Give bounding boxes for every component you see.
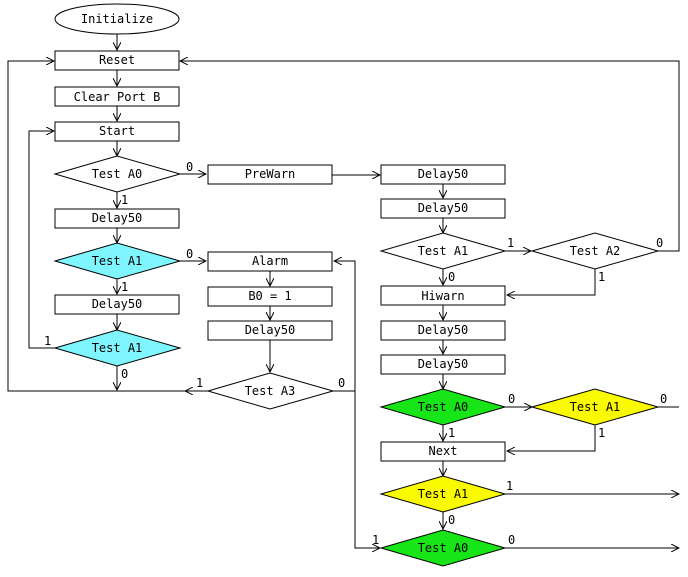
branch-one-testa1-2: 1 (44, 334, 51, 348)
next-box[interactable] (380, 441, 506, 462)
test-a0-green-label-2: Test A0 (418, 541, 469, 555)
test-a0-green-label: Test A0 (418, 400, 469, 414)
start-box[interactable] (54, 121, 180, 142)
test-a1-yellow-label: Test A1 (570, 400, 621, 414)
arrow-testa2-reset (180, 61, 680, 252)
test-a1-decision-yellow-2[interactable] (379, 475, 507, 513)
branch-one-yellow: 1 (598, 426, 605, 440)
delay50-box[interactable] (54, 208, 180, 229)
test-a0-label: Test A0 (92, 167, 143, 181)
branch-zero-yellow2: 0 (448, 513, 455, 527)
alarm-label: Alarm (252, 254, 288, 268)
alarm-box[interactable] (207, 251, 333, 272)
branch-one-testa1-right: 1 (507, 236, 514, 250)
hiwarn-label: Hiwarn (421, 289, 464, 303)
arrow-to-alarm (334, 261, 356, 391)
connectors (7, 34, 680, 548)
arrow-yellow-next (507, 425, 596, 451)
delay50-label: Delay50 (92, 211, 143, 225)
test-a2-decision[interactable] (530, 232, 660, 270)
loop-test-a3-to-reset (7, 61, 208, 392)
branch-zero-testa1: 0 (186, 247, 193, 261)
test-a1-yellow-label-2: Test A1 (418, 487, 469, 501)
reset-label: Reset (99, 53, 135, 67)
branch-labels: 0 1 0 1 1 0 1 0 1 0 0 1 0 1 0 1 1 0 1 0 (44, 160, 667, 547)
test-a3-label: Test A3 (245, 384, 296, 398)
prewarn-label: PreWarn (245, 167, 296, 181)
hiwarn-box[interactable] (380, 285, 506, 306)
branch-zero-green: 0 (508, 392, 515, 406)
shapes (53, 3, 660, 567)
b0-eq-1-label: B0 = 1 (248, 289, 291, 303)
branch-zero-testa3: 0 (338, 376, 345, 390)
branch-zero-testa0: 0 (186, 160, 193, 174)
test-a1-right-label: Test A1 (418, 244, 469, 258)
b0-eq-1-box[interactable] (207, 286, 333, 307)
test-a1-cyan-label: Test A1 (92, 254, 143, 268)
branch-zero-testa2: 0 (656, 236, 663, 250)
delay50-hiwarn-box-2[interactable] (380, 354, 506, 375)
delay50-label-2: Delay50 (92, 297, 143, 311)
branch-one-testa3: 1 (196, 376, 203, 390)
test-a2-label: Test A2 (570, 244, 621, 258)
prewarn-box[interactable] (207, 164, 333, 185)
delay50-prewarn-label-1: Delay50 (418, 167, 469, 181)
reset-box[interactable] (54, 50, 180, 71)
test-a1-decision-yellow[interactable] (530, 388, 660, 426)
start-label: Start (99, 124, 135, 138)
next-label: Next (429, 444, 458, 458)
delay50-hiwarn-label-2: Delay50 (418, 357, 469, 371)
initialize-label: Initialize (81, 12, 153, 26)
branch-one-yellow2: 1 (506, 479, 513, 493)
delay50-box-2[interactable] (54, 294, 180, 315)
test-a1-decision-cyan[interactable] (53, 242, 182, 280)
branch-zero-yellow: 0 (660, 392, 667, 406)
branch-zero-green2: 0 (508, 533, 515, 547)
initialize-terminal[interactable] (54, 3, 180, 35)
delay50-prewarn-label-2: Delay50 (418, 201, 469, 215)
clear-port-b-box[interactable] (54, 86, 180, 107)
test-a0-decision-green-2[interactable] (379, 529, 507, 567)
delay50-alarm-box[interactable] (207, 320, 333, 341)
arrow-testa2-hiwarn (507, 269, 596, 295)
delay50-hiwarn-box-1[interactable] (380, 320, 506, 341)
branch-zero-testa1-2: 0 (121, 367, 128, 381)
clear-port-b-label: Clear Port B (74, 90, 161, 104)
branch-one-green: 1 (448, 426, 455, 440)
delay50-prewarn-box-2[interactable] (380, 198, 506, 219)
delay50-alarm-label: Delay50 (245, 323, 296, 337)
test-a1-decision-cyan-2[interactable] (53, 329, 182, 367)
test-a1-cyan-label-2: Test A1 (92, 341, 143, 355)
branch-one-testa2: 1 (598, 270, 605, 284)
branch-one-testa1: 1 (121, 280, 128, 294)
node-labels: Initialize Reset Clear Port B Start Test… (74, 12, 621, 555)
test-a0-decision[interactable] (53, 155, 182, 193)
branch-one-green2: 1 (372, 533, 379, 547)
arrow-test-a3-zero (333, 390, 380, 548)
branch-zero-testa1-right: 0 (448, 270, 455, 284)
test-a0-decision-green[interactable] (379, 388, 507, 426)
delay50-prewarn-box-1[interactable] (380, 164, 506, 185)
delay50-hiwarn-label-1: Delay50 (418, 323, 469, 337)
test-a3-decision[interactable] (206, 372, 335, 410)
test-a1-decision-right[interactable] (379, 232, 507, 270)
loop-to-start (28, 131, 55, 349)
branch-one-testa0: 1 (121, 193, 128, 207)
